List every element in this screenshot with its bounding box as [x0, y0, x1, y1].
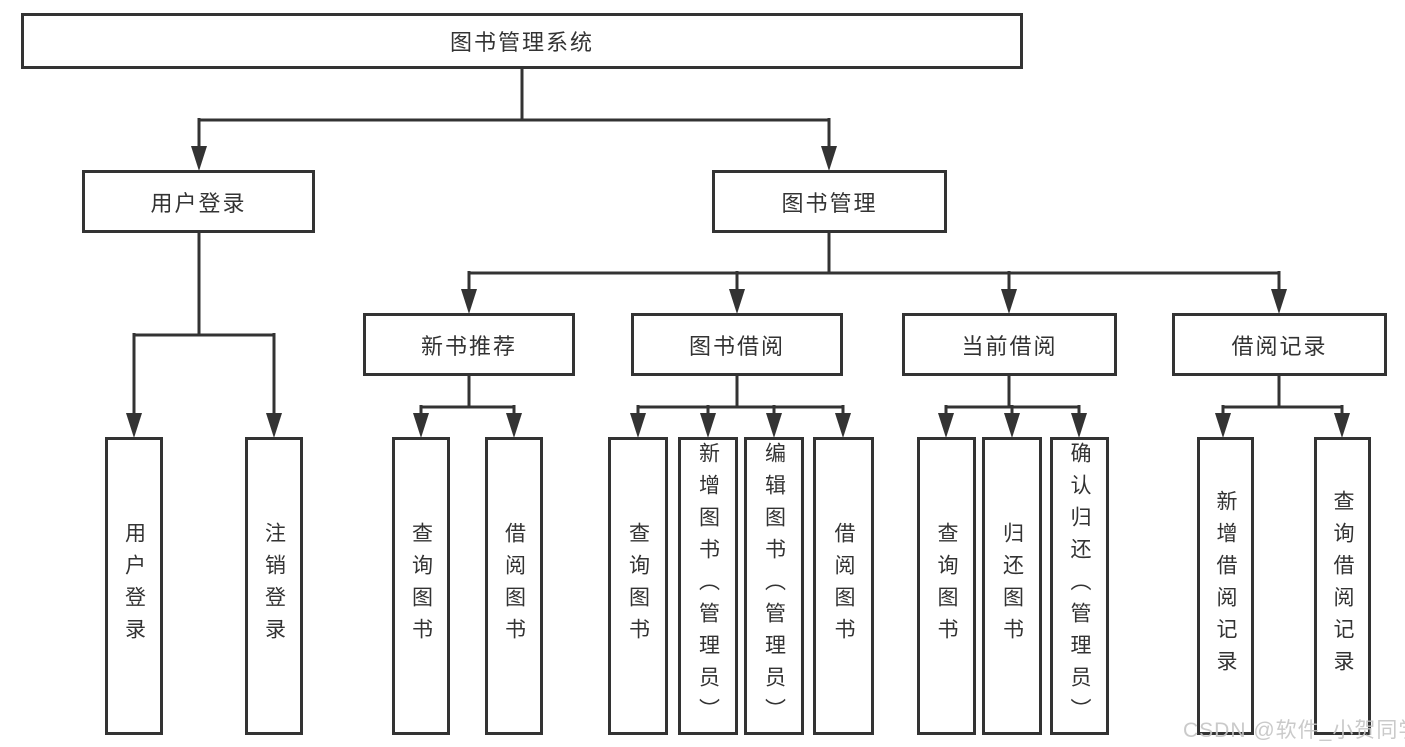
leaf-add-borrow-record: 新增借阅记录	[1197, 437, 1254, 735]
leaf-confirm-return-admin: 确认归还（管理员）	[1050, 437, 1109, 735]
leaf-query-book-2: 查询图书	[608, 437, 668, 735]
leaf-add-book-admin: 新增图书（管理员）	[678, 437, 738, 735]
csdn-watermark: CSDN @软件_小贺同学	[1183, 719, 1405, 742]
leaf-query-book-1: 查询图书	[392, 437, 450, 735]
node-borrow-records: 借阅记录	[1172, 313, 1387, 376]
leaf-return-book: 归还图书	[982, 437, 1042, 735]
node-user-login: 用户登录	[82, 170, 315, 233]
leaf-user-login: 用户登录	[105, 437, 163, 735]
leaf-query-borrow-record: 查询借阅记录	[1314, 437, 1371, 735]
node-book-borrow: 图书借阅	[631, 313, 843, 376]
leaf-borrow-book-1: 借阅图书	[485, 437, 543, 735]
node-current-borrow: 当前借阅	[902, 313, 1117, 376]
leaf-query-book-3: 查询图书	[917, 437, 976, 735]
leaf-logout: 注销登录	[245, 437, 303, 735]
leaf-edit-book-admin: 编辑图书（管理员）	[744, 437, 804, 735]
node-book-management: 图书管理	[712, 170, 947, 233]
leaf-borrow-book-2: 借阅图书	[813, 437, 874, 735]
node-root: 图书管理系统	[21, 13, 1023, 69]
node-new-book-recommend: 新书推荐	[363, 313, 575, 376]
